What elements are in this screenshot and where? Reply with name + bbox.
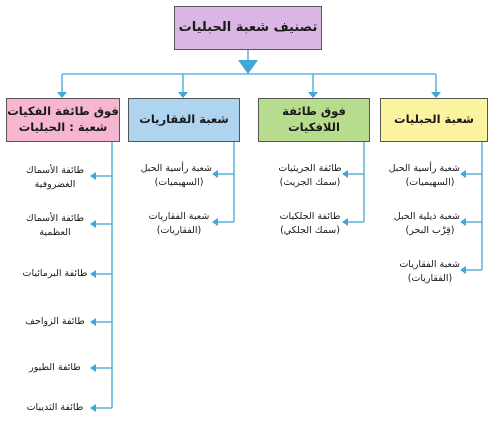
node-label: طائفة الزواحف xyxy=(25,316,85,327)
node-col2-item-2: طائفة الجلكيات (سمك الجلكي) xyxy=(278,210,342,238)
node-col4-item-5: طائفة الطيور xyxy=(22,361,88,375)
node-col1-item-2: شعبة ذيلية الحبل (قِرْب البحر) xyxy=(393,210,460,238)
node-col3-item-2: شعبة الفقاريات (الفقاريات) xyxy=(146,210,212,238)
node-label: شعبة رأسية الحبل xyxy=(388,163,460,174)
node-sublabel: العظمية xyxy=(39,226,71,238)
node-col1-item-1: شعبة رأسية الحبل (السهيميات) xyxy=(388,162,460,190)
diagram-title: تصنيف شعبة الحبليات xyxy=(174,6,322,50)
node-col4-item-2: طائفة الأسماك العظمية xyxy=(22,212,88,240)
node-sublabel: (سمك الجريث) xyxy=(279,176,341,188)
node-label: شعبة رأسية الحبل xyxy=(140,163,212,174)
node-sublabel: (السهيميات) xyxy=(154,176,204,188)
node-label: طائفة الأسماك xyxy=(25,213,85,224)
node-col3-item-1: شعبة رأسية الحبل (السهيميات) xyxy=(140,162,212,190)
node-label: طائفة البرمائيات xyxy=(22,268,88,279)
node-label: شعبة ذيلية الحبل xyxy=(393,211,460,222)
node-label: طائفة الطيور xyxy=(29,362,81,373)
node-sublabel: (سمك الجلكي) xyxy=(280,224,340,236)
node-sublabel: (الفقاريات) xyxy=(156,224,202,236)
node-label: طائفة الجريثيات xyxy=(278,163,342,174)
node-label: شعبة الفقاريات xyxy=(148,211,210,222)
node-sublabel: (السهيميات) xyxy=(405,176,455,188)
node-sublabel: (الفقاريات) xyxy=(407,272,453,284)
category-agnatha: فوق طائفة اللافكيات xyxy=(258,98,370,142)
node-col4-item-6: طائفة الثدييات xyxy=(22,401,88,415)
node-sublabel: (قِرْب البحر) xyxy=(405,224,455,236)
node-label: طائفة الثدييات xyxy=(26,402,84,413)
node-col2-item-1: طائفة الجريثيات (سمك الجريث) xyxy=(278,162,342,190)
node-col1-item-3: شعبة الفقاريات (الفقاريات) xyxy=(399,258,460,286)
node-col4-item-1: طائفة الأسماك الغضروفية xyxy=(22,164,88,192)
node-label: طائفة الأسماك xyxy=(25,165,85,176)
category-vertebrates: شعبة الفقاريات xyxy=(128,98,240,142)
category-chordates: شعبة الحبليات xyxy=(380,98,488,142)
node-col4-item-3: طائفة البرمائيات xyxy=(22,267,88,281)
node-label: طائفة الجلكيات xyxy=(279,211,341,222)
node-col4-item-4: طائفة الزواحف xyxy=(22,315,88,329)
node-sublabel: الغضروفية xyxy=(34,178,76,190)
category-gnathostomata: فوق طائفة الفكيات شعبة : الحبليات xyxy=(6,98,120,142)
node-label: شعبة الفقاريات xyxy=(399,259,460,270)
